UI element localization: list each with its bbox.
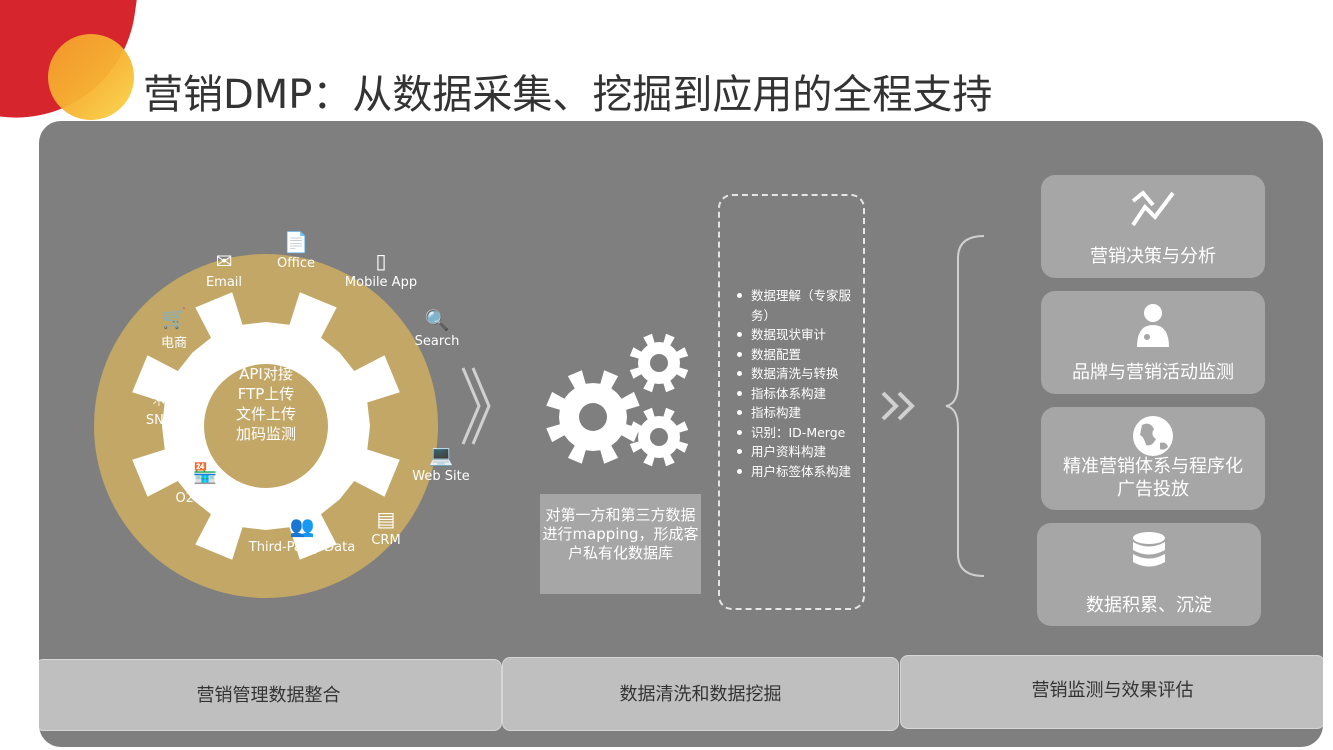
source-email: ✉ Email	[205, 249, 243, 290]
source-mobile-app: ▯ Mobile App	[344, 249, 418, 290]
app-card-precision-marketing: 精准营销体系与程序化广告投放	[1041, 407, 1265, 510]
app-card-decision: 营销决策与分析	[1041, 175, 1265, 278]
corner-orange-circle	[48, 34, 134, 120]
gear-graphic	[94, 254, 438, 598]
stage-tab-monitoring: 营销监测与效果评估	[900, 655, 1323, 729]
document-icon: 📄	[283, 230, 309, 254]
list-item: 识别：ID-Merge	[730, 423, 858, 443]
main-panel: 📄 Office ✉ Email ▯ Mobile App 🛒 电商 🔍 Sea…	[39, 121, 1323, 747]
source-ecommerce: 🛒 电商	[160, 306, 188, 351]
source-crm: ▤ CRM	[371, 507, 401, 548]
list-item: 指标体系构建	[730, 384, 858, 404]
search-icon: 🔍	[424, 308, 450, 332]
list-item: 数据现状审计	[730, 325, 858, 345]
list-item: 数据理解（专家服务）	[730, 286, 858, 325]
source-web-site: 💻 Web Site	[412, 443, 470, 484]
source-third-party: 👥 Third-Party Data	[248, 514, 356, 555]
store-icon: 🏪	[192, 461, 218, 485]
data-mining-list: 数据理解（专家服务） 数据现状审计 数据配置 数据清洗与转换 指标体系构建 指标…	[730, 286, 858, 481]
doctor-icon	[1137, 304, 1169, 347]
trend-chart-icon	[1131, 190, 1175, 227]
list-item: 用户标签体系构建	[730, 462, 858, 482]
app-card-monitoring: 品牌与营销活动监测	[1041, 291, 1265, 394]
database-icon	[1133, 532, 1165, 567]
app-card-data-accumulation: 数据积累、沉淀	[1037, 523, 1261, 626]
processing-gears-icon	[546, 333, 689, 467]
list-item: 用户资料构建	[730, 442, 858, 462]
stage-tab-data-mining: 数据清洗和数据挖掘	[502, 657, 899, 731]
weibo-icon: ☼	[150, 387, 168, 411]
source-office: 📄 Office	[277, 230, 315, 271]
cart-icon: 🛒	[161, 306, 187, 330]
data-mining-list-box: 数据理解（专家服务） 数据现状审计 数据配置 数据清洗与转换 指标体系构建 指标…	[718, 194, 865, 610]
mapping-description-box: 对第一方和第三方数据进行mapping，形成客户私有化数据库	[540, 494, 701, 594]
data-source-gear: 📄 Office ✉ Email ▯ Mobile App 🛒 电商 🔍 Sea…	[93, 231, 470, 599]
page-title: 营销DMP：从数据采集、挖掘到应用的全程支持	[143, 72, 993, 118]
gear-center-text: API对接 FTP上传 文件上传 加码监测	[235, 365, 296, 443]
stage-tab-data-integration: 营销管理数据整合	[39, 659, 502, 731]
double-chevron-right-icon	[881, 391, 915, 421]
source-search: 🔍 Search	[414, 308, 460, 349]
mobile-icon: ▯	[375, 249, 387, 273]
list-item: 指标构建	[730, 403, 858, 423]
chevron-right-icon	[461, 367, 491, 445]
bracket-brace	[945, 235, 985, 577]
users-icon: 👥	[289, 514, 315, 538]
list-item: 数据清洗与转换	[730, 364, 858, 384]
app-card-label: 精准营销体系与程序化广告投放	[1063, 456, 1243, 500]
laptop-icon: 💻	[428, 443, 454, 467]
globe-icon	[1133, 416, 1173, 456]
envelope-icon: ✉	[215, 249, 233, 273]
source-sns: ☼ SNS	[145, 387, 173, 428]
source-o2o: 🏪 O2O/零售	[175, 461, 235, 506]
crm-card-icon: ▤	[376, 507, 396, 531]
list-item: 数据配置	[730, 345, 858, 365]
